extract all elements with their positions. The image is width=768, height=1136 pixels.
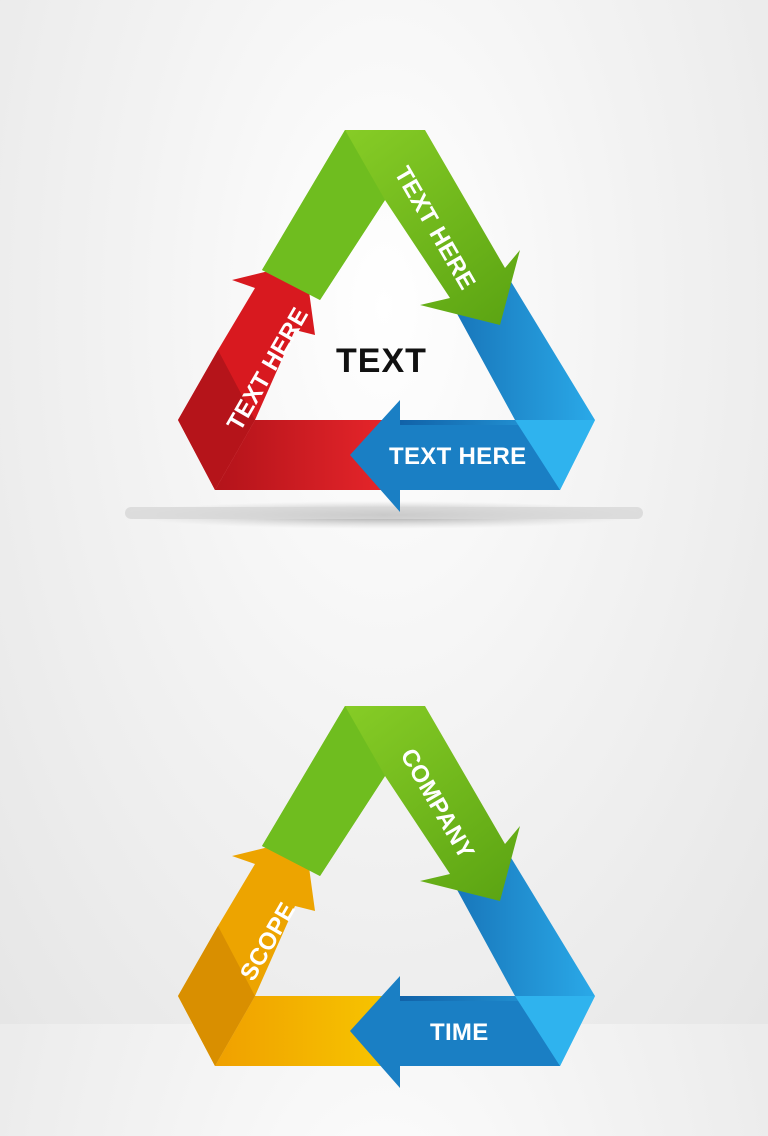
triangle-graphic [124, 130, 644, 529]
recycle-triangle-diagram-1: TEXT TEXT HERE TEXT HERE TEXT HERE [0, 0, 768, 560]
left-bottom-band [215, 420, 395, 490]
blue-arrow-label: TIME [430, 1019, 489, 1046]
center-text: TEXT [336, 342, 427, 380]
base-plate [125, 507, 643, 519]
triangle-graphic [178, 706, 595, 1088]
blue-arrow [350, 400, 560, 512]
blue-arrow-label: TEXT HERE [389, 443, 527, 470]
recycle-triangle-diagram-2: COMPANY TIME SCOPE [0, 576, 768, 1136]
